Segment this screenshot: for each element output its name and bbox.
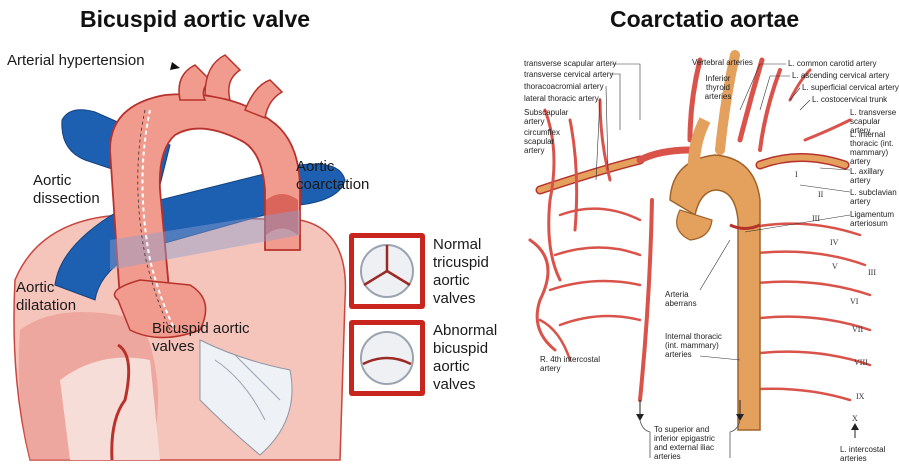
label-r-4th-intercostal: R. 4th intercostal artery bbox=[540, 355, 620, 373]
label-l-ascending-cervical: L. ascending cervical artery bbox=[792, 71, 889, 80]
label-lateral-thoracic: lateral thoracic artery bbox=[524, 94, 599, 103]
label-l-intercostal: L. intercostal arteries bbox=[840, 445, 890, 463]
rib-label-4: IV bbox=[830, 238, 838, 247]
rib-label-3b: III bbox=[868, 268, 876, 277]
label-l-subclavian: L. subclavian artery bbox=[850, 188, 898, 206]
label-l-costocervical: L. costocervical trunk bbox=[812, 95, 887, 104]
label-to-superior: To superior and inferior epigastric and … bbox=[654, 425, 728, 461]
label-transverse-cervical: transverse cervical artery bbox=[524, 70, 613, 79]
label-l-common-carotid: L. common carotid artery bbox=[788, 59, 876, 68]
rib-label-3: III bbox=[812, 214, 820, 223]
label-ligamentum-arteriosum: Ligamentum arteriosum bbox=[850, 210, 898, 228]
rib-label-7: VII bbox=[852, 325, 863, 334]
rib-label-8: VIII bbox=[854, 358, 868, 367]
label-l-axillary: L. axillary artery bbox=[850, 167, 898, 185]
label-l-superficial-cervical: L. superficial cervical artery bbox=[802, 83, 899, 92]
label-l-internal-thoracic: L. internal thoracic (int. mammary) arte… bbox=[850, 130, 898, 166]
rib-label-10: X bbox=[852, 414, 858, 423]
label-subscapular: Subscapular artery bbox=[524, 108, 572, 126]
label-circumflex-scapular: circumflex scapular artery bbox=[524, 128, 566, 155]
label-arteria-aberrans: Arteria aberrans bbox=[665, 290, 705, 308]
rib-label-9: IX bbox=[856, 392, 864, 401]
label-vertebral-arteries: Vertebral arteries bbox=[692, 58, 753, 67]
rib-label-6: VI bbox=[850, 297, 858, 306]
label-transverse-scapular: transverse scapular artery bbox=[524, 59, 616, 68]
label-thoracoacromial: thoracoacromial artery bbox=[524, 82, 604, 91]
label-internal-thoracic-arteries: Internal thoracic (int. mammary) arterie… bbox=[665, 332, 735, 359]
label-inferior-thyroid: Inferior thyroid arteries bbox=[700, 74, 736, 101]
rib-label-2: II bbox=[818, 190, 823, 199]
rib-label-5: V bbox=[832, 262, 838, 271]
rib-label-1: I bbox=[795, 170, 798, 179]
